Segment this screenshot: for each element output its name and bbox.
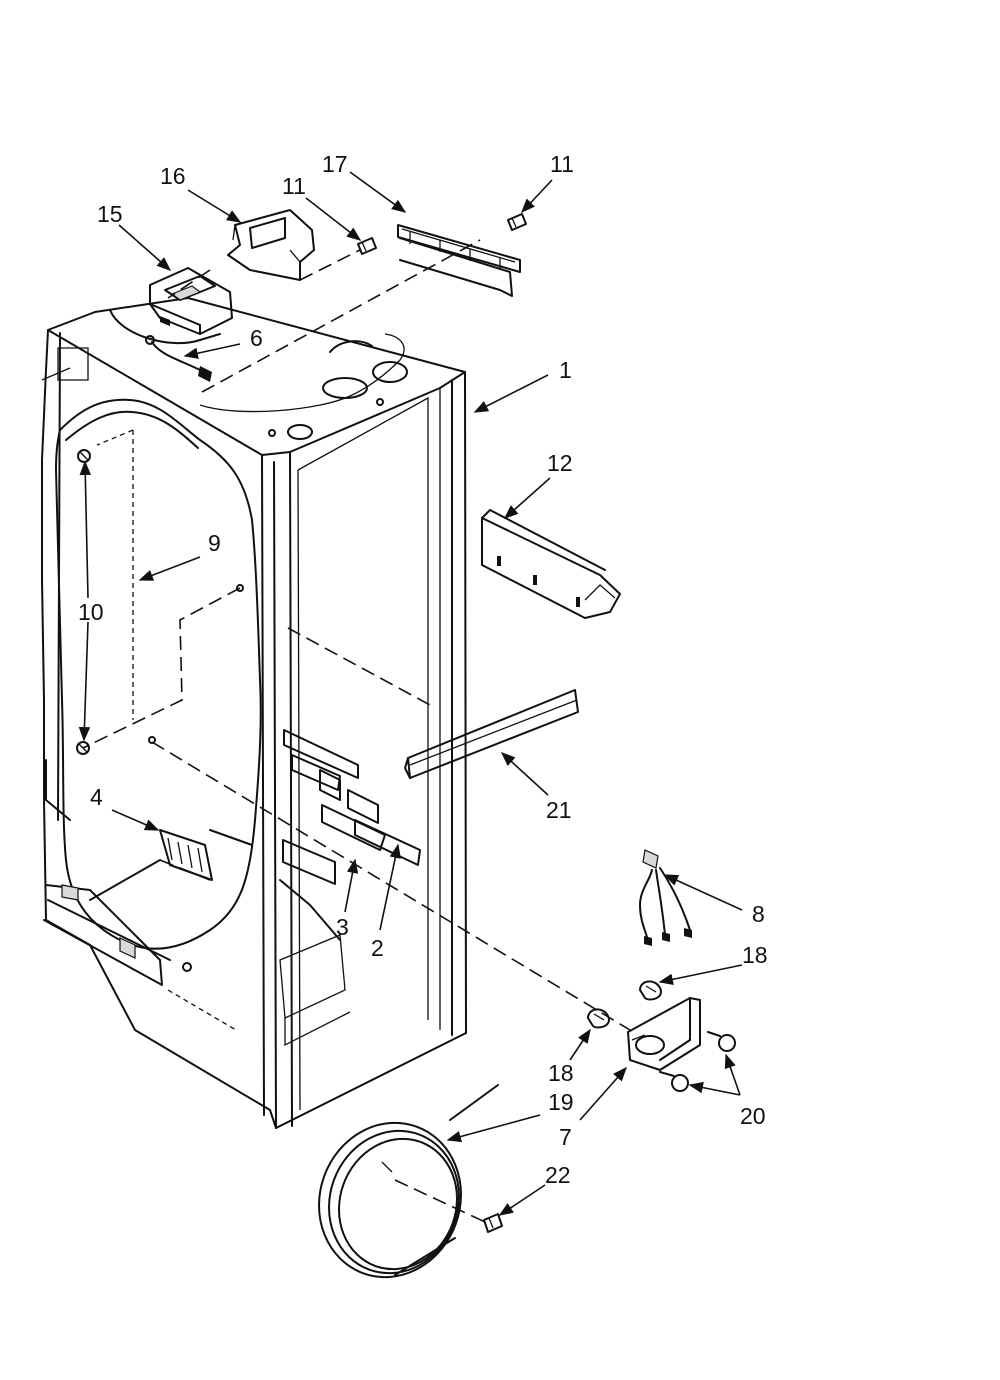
callout-1: 1 <box>559 357 572 383</box>
bulb-lower <box>659 1071 689 1092</box>
callout-8: 8 <box>752 901 765 927</box>
leader-lines <box>78 171 743 1216</box>
mount-hole-upper <box>236 584 244 592</box>
callout-17: 17 <box>322 151 348 177</box>
callout-12: 12 <box>547 450 573 476</box>
callout-20: 20 <box>740 1103 766 1129</box>
callout-7: 7 <box>559 1124 572 1150</box>
alignment-lines <box>82 239 631 1223</box>
socket-upper <box>639 980 662 1001</box>
light-housing-part <box>627 997 701 1071</box>
callout-3: 3 <box>336 914 349 940</box>
callout-11-right: 11 <box>550 151 574 177</box>
screw-right <box>507 213 527 231</box>
callout-11-left: 11 <box>282 173 306 199</box>
shelf-rail-part <box>404 689 579 779</box>
water-tubing-coil <box>318 1084 499 1279</box>
control-housing-part <box>149 267 233 335</box>
callout-2: 2 <box>371 935 384 961</box>
socket-lower <box>587 1008 610 1029</box>
wire-part <box>145 335 212 382</box>
harness-screw-upper <box>77 449 91 463</box>
callout-19: 19 <box>548 1089 574 1115</box>
callout-21: 21 <box>546 797 572 823</box>
shelf-support-part <box>481 509 621 619</box>
top-rail-part <box>397 224 521 297</box>
vent-part <box>89 829 253 901</box>
callout-22: 22 <box>545 1162 571 1188</box>
bracket-part <box>227 209 315 281</box>
tubing-screw <box>483 1213 503 1233</box>
callout-18-right: 18 <box>742 942 768 968</box>
cabinet-liner <box>41 297 467 1129</box>
callout-15: 15 <box>97 201 123 227</box>
callout-4: 4 <box>90 784 103 810</box>
callout-18-left: 18 <box>548 1060 574 1086</box>
callout-16: 16 <box>160 163 186 189</box>
callout-labels: 15 16 11 17 11 6 1 12 9 10 21 4 3 2 8 18… <box>78 151 768 1188</box>
callout-9: 9 <box>208 530 221 556</box>
mount-hole-lower <box>148 736 156 744</box>
screw-left <box>357 237 377 255</box>
callout-10: 10 <box>78 599 104 625</box>
wire-harness-part <box>639 849 692 946</box>
bulb-upper <box>707 1031 736 1052</box>
callout-6: 6 <box>250 325 263 351</box>
